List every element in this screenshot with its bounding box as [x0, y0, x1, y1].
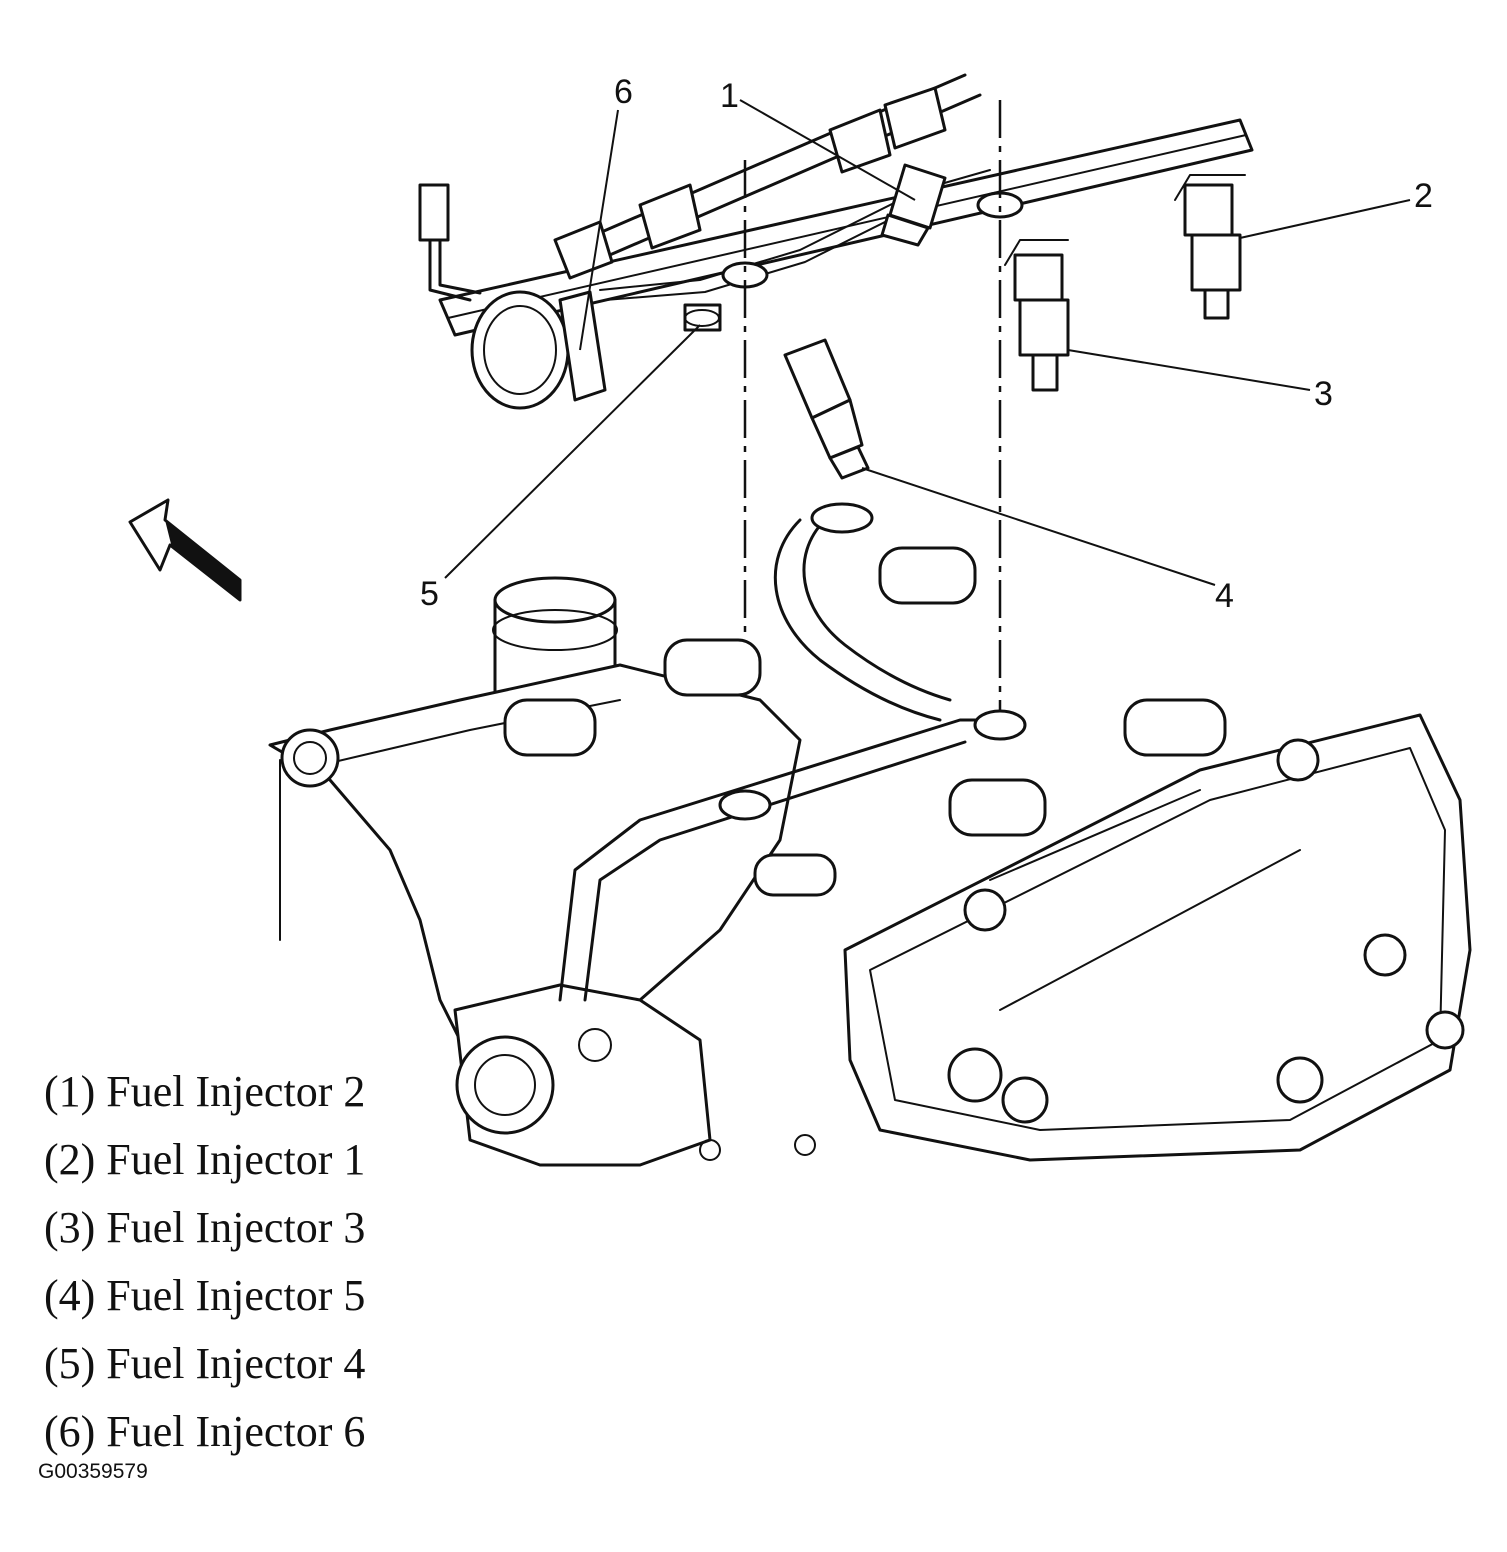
fuel-injector-3	[1004, 239, 1070, 392]
fuel-injector-4	[683, 303, 722, 332]
legend: (1) Fuel Injector 2 (2) Fuel Injector 1 …	[44, 1058, 365, 1466]
callout-4: 4	[1215, 577, 1234, 615]
callout-1: 1	[720, 77, 739, 115]
legend-item: (2) Fuel Injector 1	[44, 1135, 366, 1184]
callout-3: 3	[1314, 375, 1333, 413]
legend-item: (4) Fuel Injector 5	[44, 1271, 366, 1320]
engine-manifold	[268, 502, 1472, 1167]
fuel-injector-6	[558, 290, 607, 402]
legend-item: (3) Fuel Injector 3	[44, 1203, 366, 1252]
callout-6: 6	[614, 73, 633, 111]
legend-item: (5) Fuel Injector 4	[44, 1339, 366, 1388]
callout-5: 5	[420, 575, 439, 613]
fuel-injector-2	[880, 163, 947, 247]
fuel-injector-1	[1174, 174, 1246, 320]
figure-id: G00359579	[38, 1460, 148, 1483]
legend-item: (6) Fuel Injector 6	[44, 1407, 366, 1456]
fuel-injector-5	[783, 338, 870, 480]
fuel-rail	[418, 73, 1254, 410]
callout-leaders	[444, 99, 1411, 586]
callout-2: 2	[1414, 177, 1433, 215]
front-direction-arrow	[128, 498, 242, 602]
legend-item: (1) Fuel Injector 2	[44, 1067, 366, 1116]
